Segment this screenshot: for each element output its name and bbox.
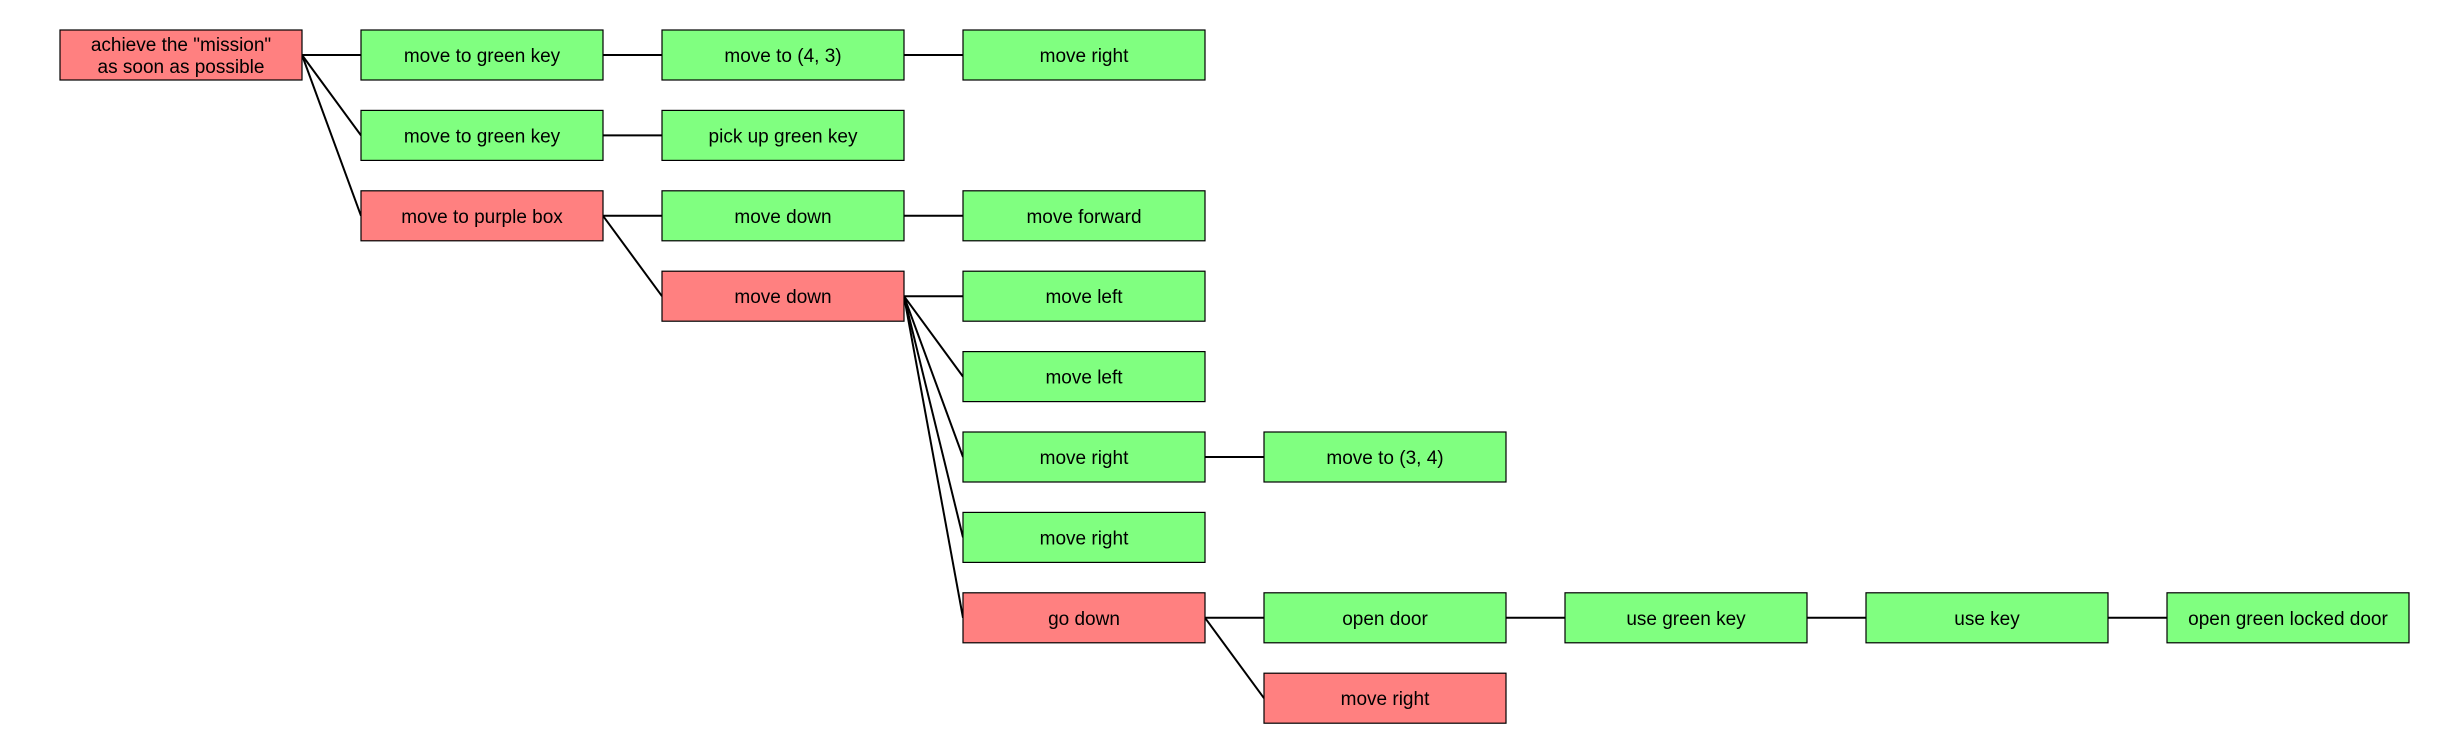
node-label: move right	[1040, 46, 1129, 67]
edge-n6-n9	[602, 215, 663, 297]
node-label: move right	[1040, 448, 1129, 469]
tree-node-root: achieve the "mission"as soon as possible	[59, 29, 303, 81]
node-label: move to (3, 4)	[1326, 448, 1443, 469]
tree-node-n12: move right	[962, 431, 1206, 483]
edge-n9-n12	[903, 295, 964, 458]
node-box	[962, 190, 1206, 242]
node-label: move left	[1045, 368, 1123, 389]
node-label: move down	[734, 287, 831, 308]
node-label: move to green key	[404, 46, 561, 67]
edge-n9-n11	[903, 295, 964, 378]
node-box	[360, 29, 604, 81]
node-label: use key	[1954, 609, 2020, 630]
tree-node-n10: move left	[962, 270, 1206, 322]
node-label: achieve the "mission"as soon as possible	[91, 35, 271, 78]
tree-node-n13: move to (3, 4)	[1263, 431, 1507, 483]
edge-n15-n20	[1204, 617, 1265, 699]
tree-node-n16: open door	[1263, 592, 1507, 644]
node-box	[962, 431, 1206, 483]
node-box	[2166, 592, 2410, 644]
tree-node-n18: use key	[1865, 592, 2109, 644]
node-label: move left	[1045, 287, 1123, 308]
node-box	[59, 29, 303, 81]
tree-node-n1: move to green key	[360, 29, 604, 81]
tree-node-n11: move left	[962, 351, 1206, 403]
node-box	[962, 511, 1206, 564]
tree-node-n19: open green locked door	[2166, 592, 2410, 644]
tree-node-n15: go down	[962, 592, 1206, 644]
edge-n9-n15	[903, 296, 964, 618]
node-box	[962, 29, 1206, 81]
node-box	[1564, 592, 1808, 644]
node-box	[962, 592, 1206, 644]
node-box	[360, 109, 604, 162]
tree-node-n8: move forward	[962, 190, 1206, 242]
node-box	[661, 270, 905, 322]
node-label: move down	[734, 207, 831, 228]
tree-node-n4: move to green key	[360, 109, 604, 162]
node-label: move forward	[1026, 207, 1141, 228]
node-label: move to green key	[404, 126, 561, 147]
node-label: open door	[1342, 609, 1428, 630]
node-label: go down	[1048, 609, 1120, 630]
node-box	[1263, 672, 1507, 724]
node-label: open green locked door	[2188, 609, 2388, 630]
edge-root-n4	[301, 54, 362, 136]
node-box	[1865, 592, 2109, 644]
node-box	[360, 190, 604, 242]
tree-edges	[301, 54, 2167, 699]
node-box	[1263, 431, 1507, 483]
node-box	[1263, 592, 1507, 644]
tree-node-n7: move down	[661, 190, 905, 242]
tree-node-n6: move to purple box	[360, 190, 604, 242]
tree-node-n5: pick up green key	[661, 109, 905, 162]
tree-node-n9: move down	[661, 270, 905, 322]
node-label: move right	[1040, 528, 1129, 549]
tree-node-n20: move right	[1263, 672, 1507, 724]
node-label: move to purple box	[401, 207, 563, 228]
node-box	[661, 190, 905, 242]
tree-node-n2: move to (4, 3)	[661, 29, 905, 81]
tree-node-n3: move right	[962, 29, 1206, 81]
node-label: move to (4, 3)	[724, 46, 841, 67]
node-box	[962, 270, 1206, 322]
edge-root-n6	[301, 54, 362, 217]
node-label: use green key	[1626, 609, 1746, 630]
tree-nodes: achieve the "mission"as soon as possible…	[59, 29, 2410, 724]
edge-n9-n14	[903, 295, 964, 538]
tree-node-n14: move right	[962, 511, 1206, 564]
node-box	[661, 109, 905, 162]
node-label: pick up green key	[709, 126, 858, 147]
node-box	[661, 29, 905, 81]
node-label: move right	[1341, 689, 1430, 710]
node-box	[962, 351, 1206, 403]
tree-node-n17: use green key	[1564, 592, 1808, 644]
